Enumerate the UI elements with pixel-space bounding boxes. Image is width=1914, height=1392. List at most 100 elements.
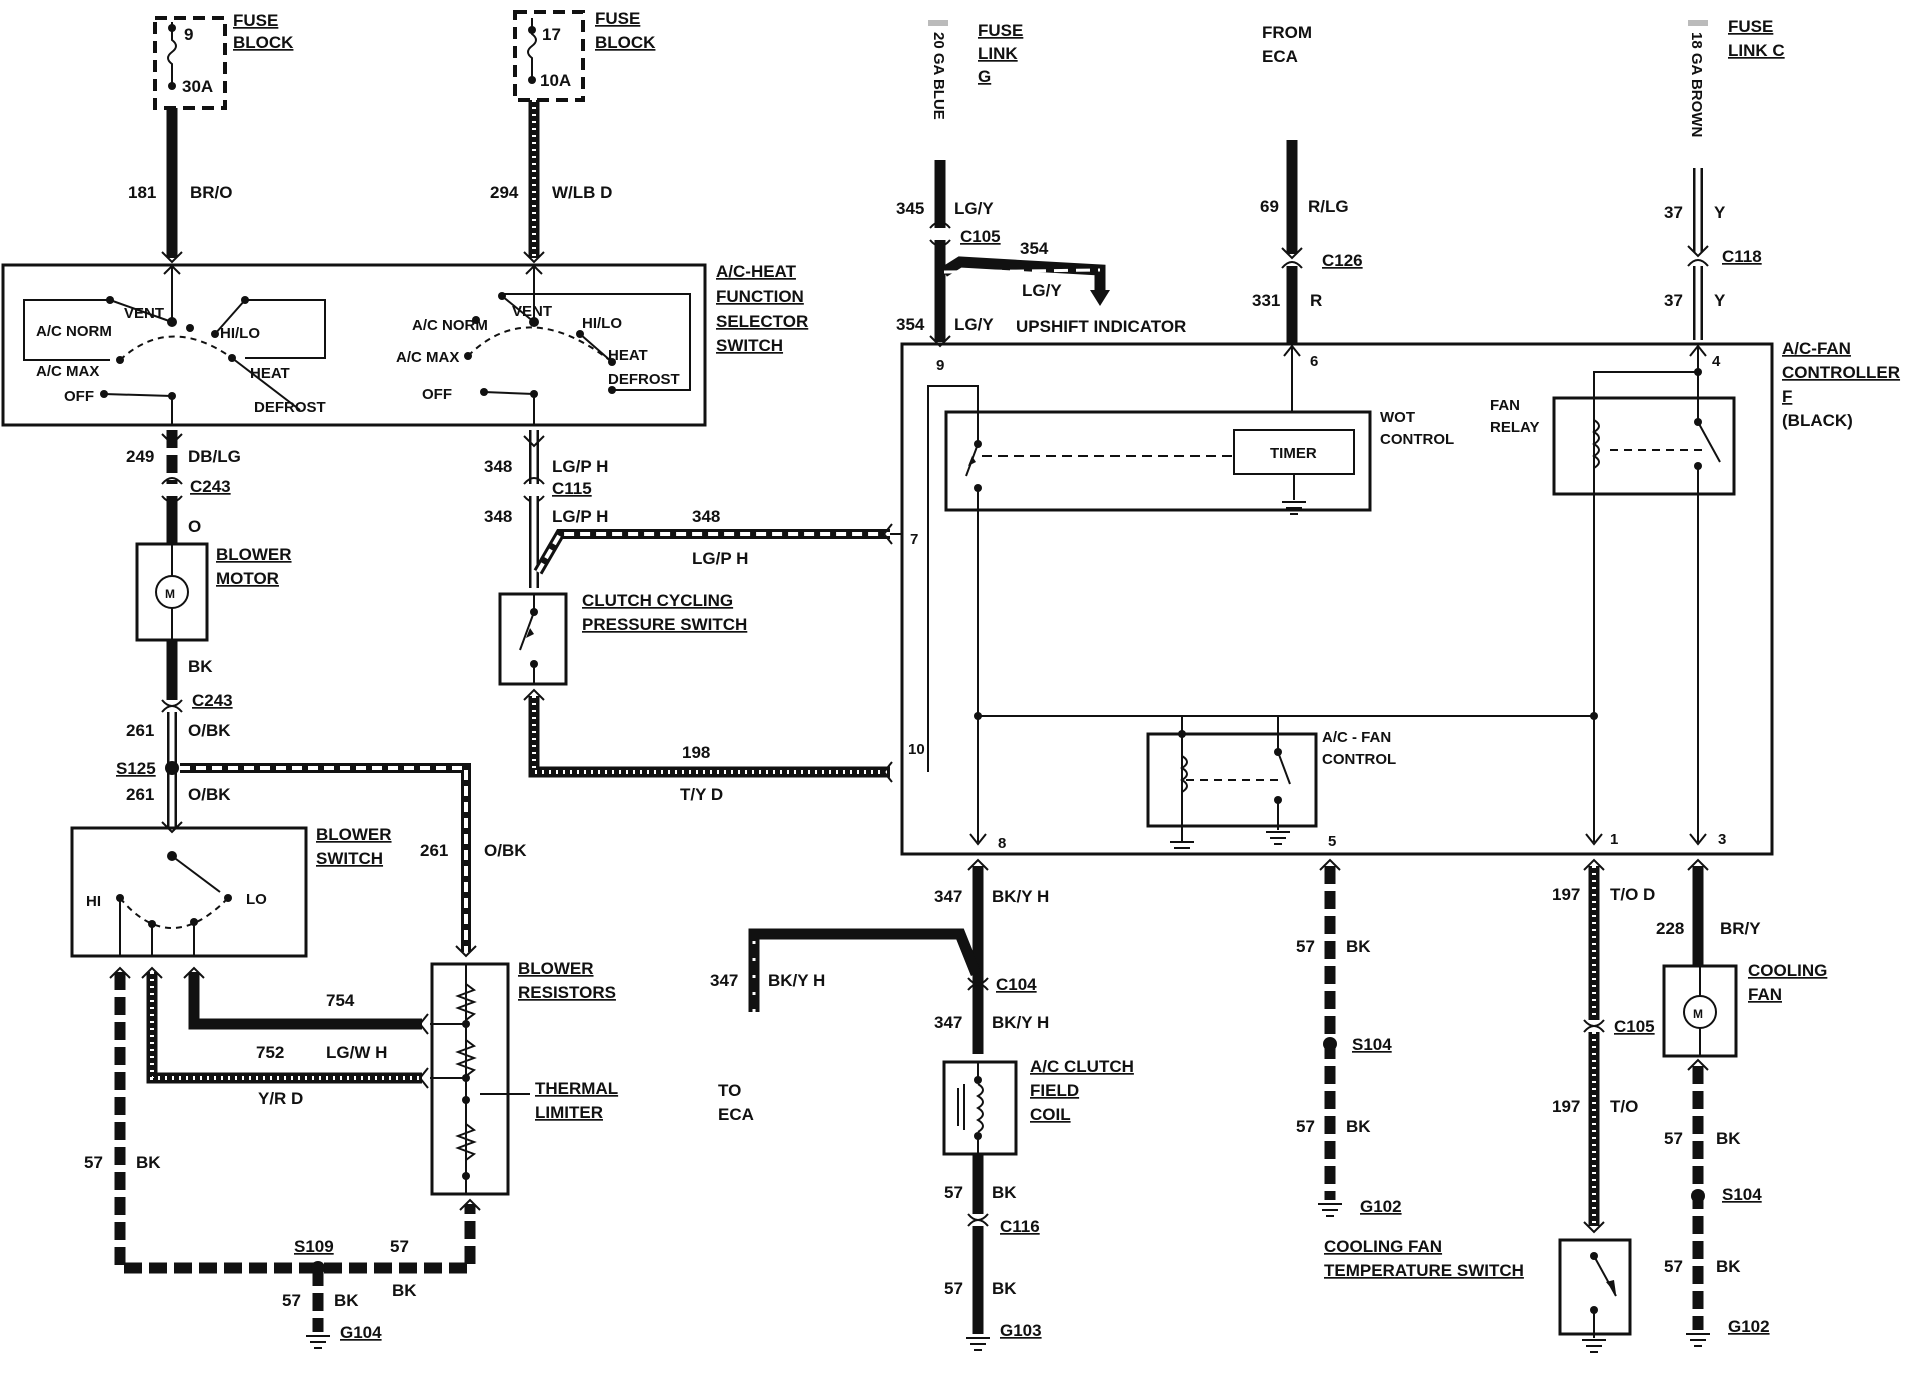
svg-text:BLOWER: BLOWER bbox=[216, 545, 292, 564]
svg-text:57: 57 bbox=[84, 1153, 103, 1172]
svg-text:VENT: VENT bbox=[124, 305, 164, 322]
wire-294: 294 W/LB D bbox=[490, 100, 612, 264]
svg-text:Y: Y bbox=[1714, 291, 1726, 310]
upshift-indicator-label: UPSHIFT INDICATOR bbox=[1016, 317, 1186, 336]
svg-text:VENT: VENT bbox=[512, 303, 552, 320]
svg-text:G103: G103 bbox=[1000, 1321, 1042, 1340]
svg-text:CONTROL: CONTROL bbox=[1322, 751, 1396, 768]
wire-754: 754 bbox=[183, 966, 429, 1035]
svg-text:57: 57 bbox=[944, 1279, 963, 1298]
fuse-number: 17 bbox=[542, 25, 561, 44]
svg-text:752: 752 bbox=[256, 1043, 284, 1062]
svg-text:LG/W H: LG/W H bbox=[326, 1043, 387, 1062]
svg-text:BK: BK bbox=[1716, 1257, 1741, 1276]
svg-text:197: 197 bbox=[1552, 1097, 1580, 1116]
svg-text:O/BK: O/BK bbox=[188, 785, 231, 804]
svg-text:FUNCTION: FUNCTION bbox=[716, 287, 804, 306]
svg-text:7: 7 bbox=[910, 531, 918, 548]
svg-text:O: O bbox=[188, 517, 201, 536]
wire-198: 198 T/Y D bbox=[523, 688, 893, 804]
fuse-rating: 30A bbox=[182, 77, 213, 96]
svg-text:G104: G104 bbox=[340, 1323, 382, 1342]
cooling-fan-temperature-switch bbox=[1558, 1238, 1632, 1353]
svg-text:10: 10 bbox=[908, 741, 925, 758]
svg-text:BK: BK bbox=[1346, 937, 1371, 956]
svg-text:69: 69 bbox=[1260, 197, 1279, 216]
svg-text:57: 57 bbox=[282, 1291, 301, 1310]
svg-text:LO: LO bbox=[246, 891, 267, 908]
connector-c126: C126 bbox=[1322, 251, 1363, 270]
svg-text:WOT: WOT bbox=[1380, 409, 1415, 426]
svg-text:261: 261 bbox=[126, 785, 154, 804]
svg-text:BK/Y H: BK/Y H bbox=[768, 971, 825, 990]
svg-text:BK: BK bbox=[392, 1281, 417, 1300]
ground-g102-right: G102 bbox=[1686, 1317, 1770, 1347]
svg-text:OFF: OFF bbox=[422, 386, 452, 403]
svg-text:LG/Y: LG/Y bbox=[954, 315, 994, 334]
svg-text:A/C NORM: A/C NORM bbox=[36, 323, 112, 340]
fuse-block-left: 9 30A FUSE BLOCK bbox=[153, 11, 294, 110]
splice-s125: S125 bbox=[116, 759, 156, 778]
wire-197: 197 T/O D C105 197 T/O bbox=[1552, 858, 1655, 1234]
svg-text:3: 3 bbox=[1718, 831, 1726, 848]
svg-text:M: M bbox=[165, 587, 175, 601]
wire-345: 345 LG/Y C105 354 LG/Y bbox=[896, 160, 1001, 348]
svg-text:RESISTORS: RESISTORS bbox=[518, 983, 616, 1002]
svg-text:BLOWER: BLOWER bbox=[518, 959, 594, 978]
fuse-link-label: FUSE bbox=[978, 21, 1023, 40]
blower-switch: HI LO BLOWER SWITCH bbox=[70, 825, 392, 958]
ground-g103: G103 bbox=[966, 1321, 1042, 1351]
splice-s104: S104 bbox=[1722, 1185, 1762, 1204]
wire-354-upshift: 354 LG/Y UPSHIFT INDICATOR bbox=[941, 239, 1186, 336]
svg-text:M: M bbox=[1693, 1007, 1703, 1021]
svg-text:DEFROST: DEFROST bbox=[254, 399, 326, 416]
svg-text:A/C-FAN: A/C-FAN bbox=[1782, 339, 1851, 358]
svg-text:TIMER: TIMER bbox=[1270, 445, 1317, 462]
svg-text:BK: BK bbox=[1346, 1117, 1371, 1136]
svg-text:R/LG: R/LG bbox=[1308, 197, 1349, 216]
svg-text:261: 261 bbox=[126, 721, 154, 740]
wire-261: 261 O/BK S125 261 O/BK 261 O/BK bbox=[116, 712, 527, 958]
ac-clutch-field-coil: A/C CLUTCH FIELD COIL bbox=[942, 1057, 1134, 1156]
wire-37: 37 Y C118 37 Y bbox=[1664, 168, 1762, 340]
svg-text:BR/Y: BR/Y bbox=[1720, 919, 1761, 938]
svg-text:A/C - FAN: A/C - FAN bbox=[1322, 729, 1391, 746]
svg-text:T/Y D: T/Y D bbox=[680, 785, 723, 804]
svg-text:ECA: ECA bbox=[1262, 47, 1298, 66]
svg-text:A/C MAX: A/C MAX bbox=[396, 349, 459, 366]
connector-c118: C118 bbox=[1722, 247, 1762, 266]
svg-text:PRESSURE SWITCH: PRESSURE SWITCH bbox=[582, 615, 747, 634]
fuse-number: 9 bbox=[184, 25, 193, 44]
svg-text:1: 1 bbox=[1610, 831, 1618, 848]
svg-text:DEFROST: DEFROST bbox=[608, 371, 680, 388]
svg-text:SELECTOR: SELECTOR bbox=[716, 312, 808, 331]
svg-text:BLOWER: BLOWER bbox=[316, 825, 392, 844]
connector-c104: C104 bbox=[996, 975, 1037, 994]
svg-text:57: 57 bbox=[1296, 937, 1315, 956]
ground-g102: G102 bbox=[1318, 1197, 1402, 1217]
svg-text:LG/Y: LG/Y bbox=[954, 199, 994, 218]
fuse-link-label: G bbox=[978, 67, 991, 86]
svg-text:228: 228 bbox=[1656, 919, 1684, 938]
svg-text:R: R bbox=[1310, 291, 1322, 310]
fuse-label: FUSE bbox=[595, 9, 640, 28]
svg-text:CONTROLLER: CONTROLLER bbox=[1782, 363, 1900, 382]
svg-text:57: 57 bbox=[1664, 1257, 1683, 1276]
svg-text:MOTOR: MOTOR bbox=[216, 569, 279, 588]
ac-fan-controller: A/C-FAN CONTROLLER F (BLACK) 9 6 4 7 10 … bbox=[890, 339, 1900, 856]
wire-bk-blower: BK C243 bbox=[161, 640, 233, 713]
svg-text:354: 354 bbox=[1020, 239, 1049, 258]
fuse-label: BLOCK bbox=[595, 33, 656, 52]
svg-text:348: 348 bbox=[484, 457, 512, 476]
to-eca-label: TO ECA bbox=[718, 1081, 754, 1124]
svg-text:261: 261 bbox=[420, 841, 448, 860]
wire-181: 181 BR/O bbox=[128, 108, 233, 264]
svg-text:LG/Y: LG/Y bbox=[1022, 281, 1062, 300]
blower-resistors: BLOWER RESISTORS THERMAL LIMITER bbox=[430, 959, 618, 1196]
svg-text:HEAT: HEAT bbox=[608, 347, 648, 364]
svg-text:TO: TO bbox=[718, 1081, 741, 1100]
connector-c116: C116 bbox=[1000, 1217, 1040, 1236]
svg-text:BK: BK bbox=[1716, 1129, 1741, 1148]
svg-text:BK: BK bbox=[992, 1183, 1017, 1202]
svg-text:CONTROL: CONTROL bbox=[1380, 431, 1454, 448]
